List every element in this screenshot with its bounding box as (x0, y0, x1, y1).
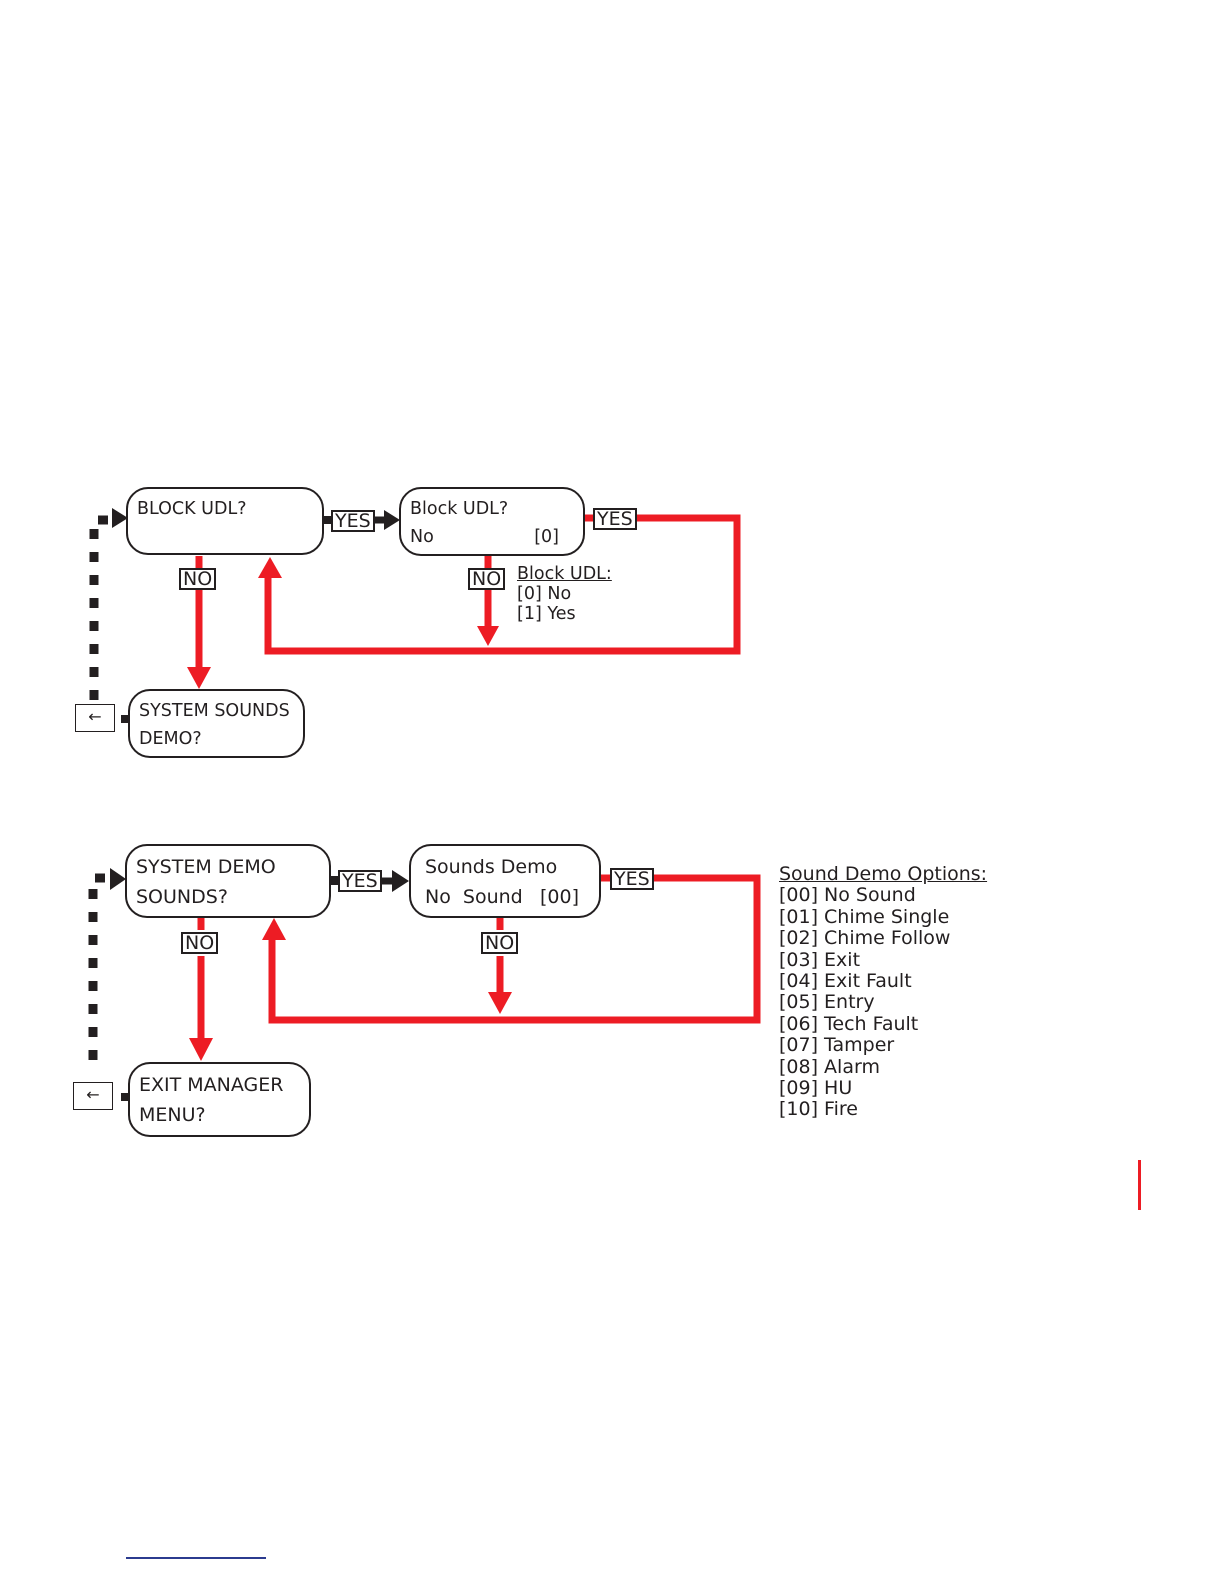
flow1-no-arrowhead (187, 667, 211, 689)
flow2-loop-arrowhead (262, 918, 286, 940)
flow2-back-key[interactable]: ← (73, 1082, 113, 1110)
flow2-no-tag: NO (181, 932, 219, 954)
flow2-prompt-line1: SYSTEM DEMO (136, 856, 276, 878)
flow1-yes-return-loop (264, 514, 741, 655)
flow1-setting-value: No (410, 527, 434, 547)
flow1-yes-tag: YES (331, 510, 375, 532)
flow2-option: [04] Exit Fault (779, 970, 912, 993)
page-edge-marker (1138, 1160, 1141, 1210)
flow1-entry-arrowhead (112, 508, 128, 528)
flow1-setting-title: Block UDL? (410, 499, 509, 519)
flow2-option: [00] No Sound (779, 884, 916, 907)
flow2-setting-code: [00] (539, 886, 579, 908)
flow2-prompt-line2: SOUNDS? (136, 886, 228, 908)
flow1-next-line2: DEMO? (139, 729, 202, 749)
flow1-prompt-box: BLOCK UDL? (126, 487, 324, 555)
flow2-no-arrowhead (189, 1038, 213, 1061)
flow1-yes-return-tag: YES (593, 508, 637, 530)
flow1-prompt-text: BLOCK UDL? (137, 499, 247, 519)
flow2-setting-no-arrowhead (488, 992, 512, 1014)
flow2-option: [06] Tech Fault (779, 1012, 919, 1035)
flow1-loop-arrowhead (258, 557, 282, 578)
flow2-options-heading: Sound Demo Options: (779, 863, 988, 885)
flow1-options-list: Block UDL: [0] No [1] Yes (517, 564, 612, 624)
footer-rule (126, 1557, 266, 1559)
flow2-option: [03] Exit (779, 948, 861, 971)
flow1-setting-box: Block UDL? No [0] (399, 487, 585, 556)
flow2-next-box: EXIT MANAGER MENU? (128, 1062, 311, 1137)
flow1-yes-arrowhead (384, 510, 400, 530)
flow2-next-line2: MENU? (139, 1104, 206, 1126)
flow2-setting-no-tag: NO (481, 932, 519, 954)
flow2-option: [09] HU (779, 1077, 853, 1100)
flow2-setting-value: No Sound (425, 886, 523, 908)
flow2-setting-box: Sounds Demo No Sound [00] (409, 844, 601, 918)
flow2-back-dotted-line (88, 873, 110, 1060)
flow2-option: [10] Fire (779, 1098, 858, 1121)
flow2-option: [08] Alarm (779, 1055, 880, 1078)
flow2-yes-return-tag: YES (610, 868, 654, 890)
flow1-next-box: SYSTEM SOUNDS DEMO? (128, 689, 305, 758)
flow1-option: [0] No (517, 584, 572, 604)
flow1-options-heading: Block UDL: (517, 564, 612, 584)
flow2-option: [05] Entry (779, 991, 875, 1014)
flow1-back-dotted-line (89, 515, 112, 700)
flow2-option: [07] Tamper (779, 1034, 895, 1057)
flow1-setting-no-arrowhead (477, 626, 499, 646)
flow1-back-key[interactable]: ← (75, 704, 115, 732)
flow2-yes-arrowhead (392, 870, 409, 892)
flow2-option: [01] Chime Single (779, 905, 950, 928)
flow2-yes-tag: YES (338, 870, 382, 892)
flow2-next-line1: EXIT MANAGER (139, 1074, 284, 1096)
flow1-no-tag: NO (179, 568, 217, 590)
flow1-setting-code: [0] (534, 527, 559, 547)
flow1-setting-no-tag: NO (468, 568, 506, 590)
flow1-connectors (89, 508, 741, 723)
flow1-next-line1: SYSTEM SOUNDS (139, 701, 290, 721)
flow2-setting-title: Sounds Demo (425, 856, 558, 878)
flow2-option: [02] Chime Follow (779, 927, 951, 950)
left-arrow-icon: ← (88, 707, 102, 726)
flow2-prompt-box: SYSTEM DEMO SOUNDS? (125, 844, 331, 918)
flow2-yes-return-loop (268, 874, 761, 1024)
flow2-options-list: Sound Demo Options: [00] No Sound [01] C… (779, 863, 988, 1121)
flow1-option: [1] Yes (517, 604, 576, 624)
left-arrow-icon: ← (86, 1085, 100, 1104)
flow2-entry-arrowhead (110, 868, 126, 890)
